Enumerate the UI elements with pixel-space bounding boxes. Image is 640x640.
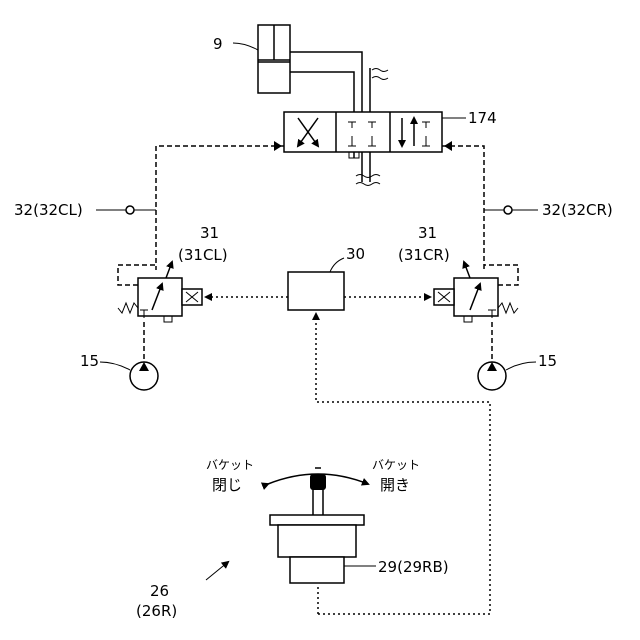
- spring-left-icon: [118, 303, 138, 313]
- cylinder-line-rod: [290, 72, 354, 112]
- controller-leader: [330, 258, 344, 272]
- lever-sensor: [290, 557, 344, 583]
- top-break-symbol: [372, 69, 388, 80]
- sensor-right-label: 32(32CR): [542, 201, 613, 219]
- lever-device-sub: (26R): [136, 602, 177, 620]
- prop-valve-right-num: 31: [418, 224, 437, 242]
- control-valve-label: 174: [468, 109, 497, 127]
- control-valve: [274, 112, 452, 152]
- bucket-open-top: バケット: [372, 458, 420, 472]
- cylinder-line-head: [290, 52, 362, 112]
- controller-label: 30: [346, 245, 365, 263]
- controller-box: [288, 272, 344, 310]
- cylinder-label: 9: [213, 35, 223, 53]
- lever-base-body: [278, 525, 356, 557]
- prop-valve-left-num: 31: [200, 224, 219, 242]
- prop-valve-right-sub: (31CR): [398, 246, 450, 264]
- lever-base-plate: [270, 515, 364, 525]
- lever-sensor-label: 29(29RB): [378, 558, 449, 576]
- pressure-sensor-right: [504, 206, 512, 214]
- bucket-close-top: バケット: [206, 458, 254, 472]
- bucket-close-bottom: 閉じ: [212, 476, 242, 494]
- proportional-valve-left: [118, 262, 202, 322]
- hydraulic-cylinder: [258, 25, 290, 93]
- sensor-left-label: 32(32CL): [14, 201, 83, 219]
- lever-knob: [310, 474, 326, 490]
- spring-right-icon: [498, 303, 518, 313]
- bottom-break-symbol: [356, 175, 380, 186]
- pump-right-label: 15: [538, 352, 557, 370]
- pump-left-label: 15: [80, 352, 99, 370]
- lever-device-num: 26: [150, 582, 169, 600]
- pressure-sensor-left: [126, 206, 134, 214]
- proportional-valve-right: [434, 262, 518, 322]
- prop-valve-left-sub: (31CL): [178, 246, 228, 264]
- cylinder-leader: [233, 43, 258, 50]
- lever-device-pointer: [206, 562, 228, 580]
- bucket-open-bottom: 開き: [380, 476, 410, 494]
